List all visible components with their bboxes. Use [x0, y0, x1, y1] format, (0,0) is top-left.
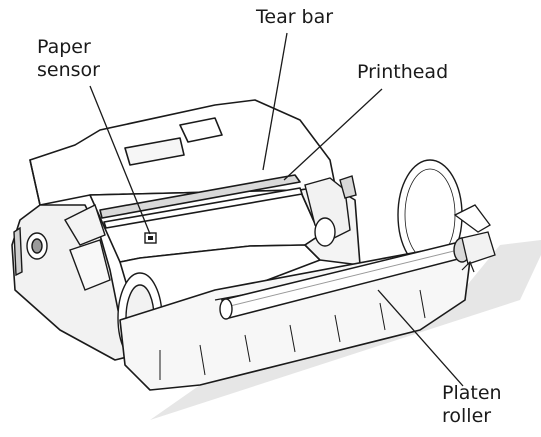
printhead-leader: [283, 88, 383, 181]
platen-roller-leader: [377, 289, 464, 387]
platen-roller-label: Platen roller: [442, 382, 502, 428]
floor-shadow: [150, 240, 541, 420]
platen-roller-text-line1: Platen: [442, 382, 502, 404]
leader-lines: [89, 32, 464, 387]
paper-sensor-text-line1: Paper: [37, 36, 91, 58]
paper-sensor-text-line2: sensor: [37, 59, 100, 81]
paper-sensor-leader: [89, 85, 151, 235]
tear-bar-label: Tear bar: [256, 6, 333, 29]
tear-bar-text: Tear bar: [256, 6, 334, 28]
platen-roller-part: [219, 204, 496, 320]
paper-sensor: [144, 232, 157, 244]
paper-sensor-label: Paper sensor: [37, 36, 100, 82]
printhead-label: Printhead: [357, 61, 448, 84]
tear-bar-leader: [262, 32, 288, 171]
platen-roller-text-line2: roller: [442, 405, 492, 427]
right-latch: [304, 175, 357, 247]
printhead-text: Printhead: [357, 61, 449, 83]
